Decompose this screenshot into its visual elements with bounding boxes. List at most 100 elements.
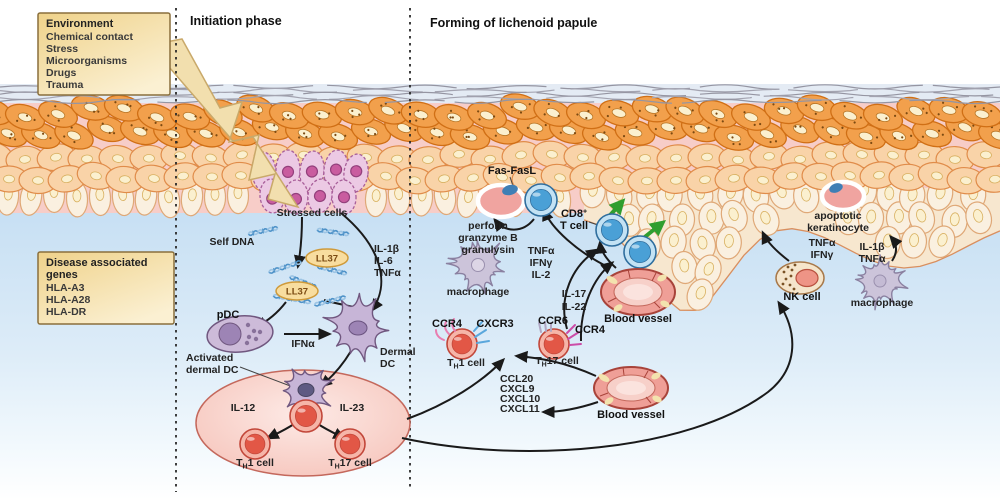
vessel-wall-nuclei (606, 274, 670, 312)
activated-dc-pointer (239, 366, 294, 388)
th1-cell-dermis (446, 328, 478, 360)
th17-label-lymphoid: TH17 cell (328, 457, 372, 471)
cd8-label-line2: T cell (560, 220, 588, 232)
environment-item: Microorganisms (46, 55, 127, 67)
lightning-bolt-icon (148, 38, 300, 209)
ll37-tags: LL37 LL37 (275, 248, 349, 301)
arrow-stressed-to-dna (293, 216, 306, 269)
stressed-cells-label: Stressed cells (277, 207, 348, 219)
arrow-il17-to-cd8-a (563, 248, 600, 330)
ccr4-label-th1: CCR4 (432, 318, 463, 330)
cd8-t-cell-b (623, 235, 657, 269)
ccr4-label-th17: CCR4 (575, 324, 606, 336)
ifng-cd8-label: IFNγ (530, 257, 553, 269)
perforin-label: perforin (468, 220, 508, 232)
cxcr3-receptor-icon (473, 321, 490, 344)
blood-vessel-lower-label: Blood vessel (597, 409, 665, 421)
environment-item: Trauma (46, 79, 84, 91)
il6-label: IL-6 (374, 255, 393, 267)
macrophage-nucleus (471, 258, 485, 272)
environment-title: Environment (46, 18, 114, 30)
cxcl11-label: CXCL11 (500, 403, 540, 415)
stratum-corneum-lines (0, 84, 1000, 105)
activated-dc-nucleus (297, 383, 315, 397)
genes-item: HLA-DR (46, 306, 87, 318)
cxcl9-label: CXCL9 (500, 383, 535, 395)
stressed-cells-group (251, 149, 369, 215)
th17-label-dermis: TH17 cell (535, 355, 579, 369)
self-dna-label: Self DNA (210, 236, 255, 248)
th1-receptors (435, 318, 490, 344)
dna-helix-icon (268, 260, 302, 274)
activated-dc-label-line2: dermal DC (186, 364, 239, 376)
arrow-macrophage-cytokines (889, 234, 903, 262)
th1-label-lymphoid: TH1 cell (236, 457, 274, 471)
th17-cell-lymphoid (334, 428, 366, 460)
tnfa-mac-label: TNFα (859, 253, 886, 265)
arrow-recruitment-arc (401, 300, 794, 452)
nk-nucleus (795, 268, 819, 288)
environment-item: Drugs (46, 67, 76, 79)
ccr6-receptor-icon (538, 321, 552, 333)
tnfa-nk-label: TNFα (809, 237, 836, 249)
dermal-dc-cell (322, 292, 390, 363)
dna-helix-icon (313, 295, 347, 307)
fas-fasl-label: Fas-FasL (488, 165, 537, 177)
dermal-dc-nucleus (348, 320, 368, 336)
environment-item: Stress (46, 43, 78, 55)
dna-helix-icon (247, 225, 279, 237)
granulysin-label: granulysin (461, 244, 514, 256)
macrophage-label-right: macrophage (851, 297, 914, 309)
blood-vessel-upper (600, 268, 676, 316)
dna-helix-icon (316, 227, 350, 237)
ll37-label-1: LL37 (316, 254, 338, 265)
arrow-stressed-to-dermaldc (340, 212, 383, 313)
fas-fasl-pointer (509, 176, 514, 187)
il2-cd8-label: IL-2 (532, 269, 551, 281)
macrophage-cell-dermis (445, 239, 505, 295)
blood-vessel-lower (593, 366, 669, 410)
vessel-lumen-highlight (616, 381, 646, 395)
ccr4-receptor-icon (566, 324, 582, 346)
forming-papule-header: Forming of lichenoid papule (430, 16, 597, 30)
genes-title-line1: Disease associated (46, 257, 148, 269)
macrophage-nucleus (873, 274, 887, 288)
ccr4-receptor-icon (435, 318, 456, 341)
arrow-perforin (493, 217, 535, 232)
genes-item: HLA-A28 (46, 294, 90, 306)
arrow-il17-to-cd8-b (579, 261, 615, 342)
cd8-t-cell-a (595, 213, 629, 247)
ll37-tag (305, 248, 349, 268)
th17-receptors (538, 321, 582, 346)
dermal-dc-label-line2: DC (380, 358, 396, 370)
ifna-label: IFNα (291, 338, 315, 350)
environment-item: Chemical contact (46, 31, 133, 43)
vessel-wall-nuclei (598, 372, 662, 405)
il17-label: IL-17 (562, 288, 587, 300)
environment-box-frame (37, 12, 171, 96)
arrow-il12 (265, 423, 295, 440)
cxcl10-label: CXCL10 (500, 393, 540, 405)
genes-item: HLA-A3 (46, 282, 85, 294)
nk-cell-label: NK cell (783, 291, 820, 303)
tnfa-cd8-label: TNFα (528, 245, 555, 257)
apoptotic-keratinocyte-label-line2: keratinocyte (807, 222, 869, 234)
nk-cell-body (775, 261, 825, 295)
vessel-wall-junctions (599, 366, 652, 404)
environment-box: Environment Chemical contact Stress Micr… (37, 12, 171, 96)
naive-t-cell (289, 399, 323, 433)
arrow-lymphoid-to-thcells (406, 357, 506, 420)
immune-cell-bodies (239, 183, 657, 460)
il22-label: IL-22 (562, 301, 587, 313)
ccl20-label: CCL20 (500, 373, 533, 385)
pdc-label: pDC (217, 309, 240, 321)
pdc-nucleus (218, 322, 242, 346)
th17-cell-dermis (538, 328, 570, 360)
vessel-lumen-highlight (623, 284, 653, 300)
apoptotic-keratinocyte-label-line1: apoptotic (814, 210, 861, 222)
th1-cell-lymphoid (239, 428, 271, 460)
arrow-vessel-to-cd8 (595, 240, 617, 269)
blood-vessel-upper-label: Blood vessel (604, 313, 672, 325)
